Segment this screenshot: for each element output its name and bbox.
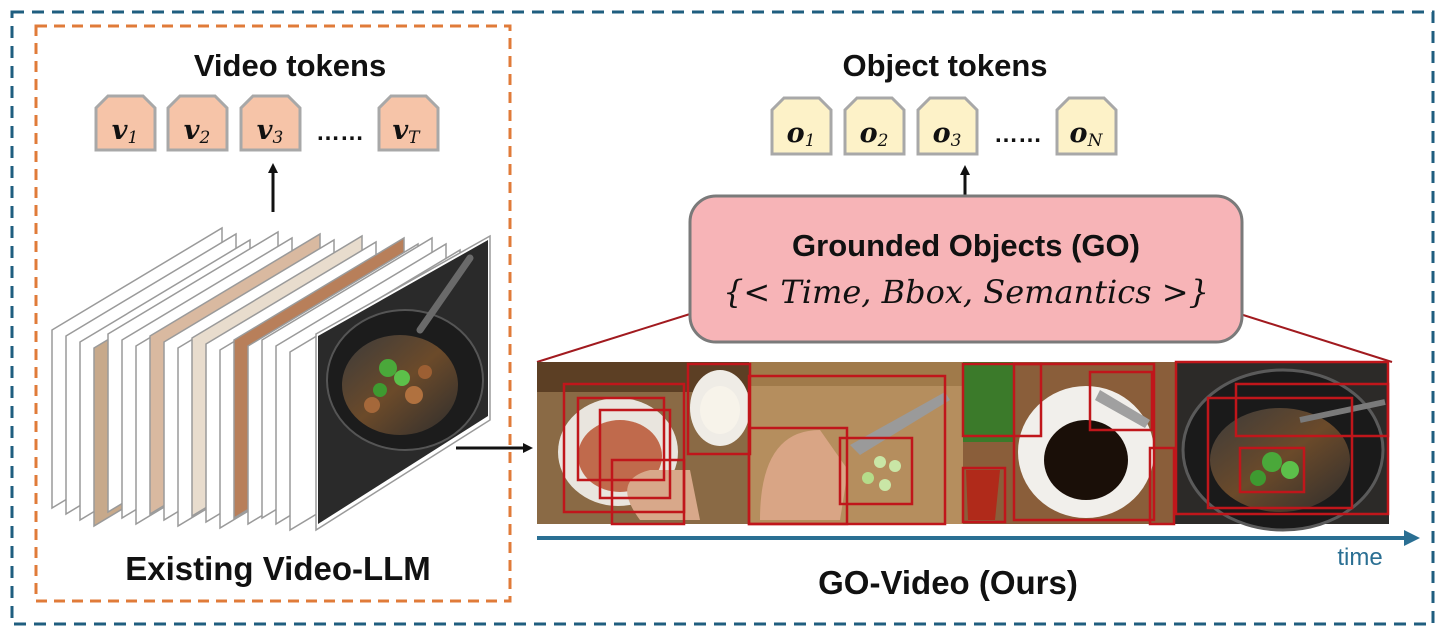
object-token-o2: o2	[843, 96, 906, 156]
connector-left	[536, 313, 691, 363]
svg-text:v2: v2	[184, 115, 211, 148]
video-token-ellipsis: ……	[316, 119, 364, 146]
object-tokens-heading: Object tokens	[843, 48, 1048, 83]
svg-text:o2: o2	[860, 118, 889, 151]
object-token-o1: o1	[770, 96, 833, 156]
video-token-vT: vT	[377, 94, 440, 152]
object-token-o2-base: o	[860, 118, 878, 149]
svg-text:v1: v1	[112, 115, 139, 148]
video-token-v3-sub: 3	[272, 128, 283, 148]
time-axis-label: time	[1337, 544, 1382, 571]
object-token-o1-base: o	[787, 118, 805, 149]
outer-frame	[10, 10, 1435, 626]
grounded-objects-title: Grounded Objects (GO)	[792, 228, 1140, 263]
video-token-v1-sub: 1	[127, 128, 138, 148]
video-token-v1-base: v	[112, 115, 128, 146]
object-token-o2-sub: 2	[877, 131, 889, 151]
video-token-v3: v3	[239, 94, 302, 152]
go-video-caption: GO-Video (Ours)	[818, 564, 1078, 601]
object-token-oN-base: o	[1070, 118, 1088, 149]
video-token-v2-sub: 2	[198, 128, 210, 148]
grounded-objects-box	[688, 194, 1244, 344]
existing-video-llm-panel	[34, 24, 512, 603]
video-token-v2: v2	[166, 94, 229, 152]
svg-text:vT: vT	[392, 115, 421, 148]
grounded-objects-formula: {< Time, Bbox, Semantics >}	[723, 273, 1209, 311]
video-token-v1: v1	[94, 94, 157, 152]
object-token-o3-base: o	[933, 118, 951, 149]
object-token-oN: oN	[1055, 96, 1118, 156]
object-token-ellipsis: ……	[994, 121, 1042, 148]
annotated-filmstrip	[537, 360, 1390, 532]
object-token-o3-sub: 3	[951, 131, 962, 151]
video-frame-stack	[51, 226, 491, 532]
object-token-o1-sub: 1	[805, 131, 816, 151]
svg-text:o3: o3	[933, 118, 962, 151]
object-token-o3: o3	[916, 96, 979, 156]
svg-text:oN: oN	[1070, 118, 1104, 151]
video-token-vT-sub: T	[408, 128, 421, 148]
video-token-vT-base: v	[392, 115, 408, 146]
video-token-v3-base: v	[257, 115, 273, 146]
svg-text:v3: v3	[257, 115, 284, 148]
video-tokens-heading: Video tokens	[194, 48, 386, 83]
existing-video-llm-caption: Existing Video-LLM	[125, 550, 431, 587]
video-token-v2-base: v	[184, 115, 200, 146]
svg-text:o1: o1	[787, 118, 816, 151]
object-token-oN-sub: N	[1087, 131, 1104, 151]
connector-right	[1239, 313, 1393, 363]
